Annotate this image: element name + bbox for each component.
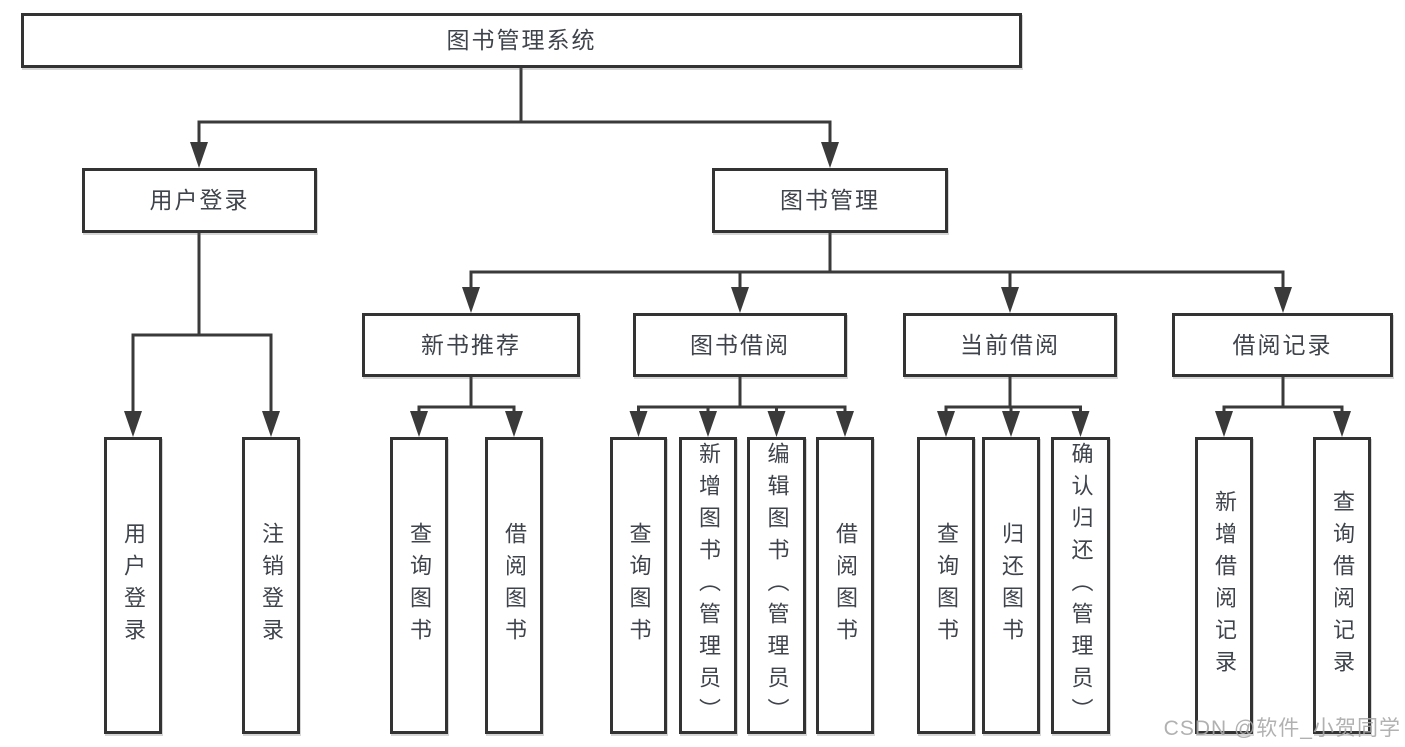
- connector-current-borrowing-to-leaves: [937, 377, 1090, 437]
- connector-new-book-to-leaves: [410, 377, 523, 437]
- leaf-query-books-current: 查询图书: [917, 437, 975, 734]
- leaf-query-borrowing-record: 查询借阅记录: [1313, 437, 1371, 734]
- leaf-add-borrowing-record: 新增借阅记录: [1195, 437, 1253, 734]
- leaf-confirm-return-admin: 确认归还（管理员）: [1051, 437, 1110, 734]
- leaf-return-books: 归还图书: [982, 437, 1040, 734]
- connector-book-management-to-level3: [462, 233, 1292, 313]
- connector-book-borrowing-to-leaves: [629, 377, 854, 437]
- connector-borrowing-records-to-leaves: [1215, 377, 1351, 437]
- csdn-watermark: CSDN @软件_小贺同学: [1163, 717, 1401, 740]
- node-book-borrowing: 图书借阅: [633, 313, 847, 377]
- leaf-borrow-books-borrowing: 借阅图书: [816, 437, 874, 734]
- connector-user-login-to-leaves: [124, 233, 280, 437]
- leaf-user-login: 用户登录: [104, 437, 162, 734]
- node-library-management-system: 图书管理系统: [21, 13, 1022, 68]
- leaf-logout: 注销登录: [242, 437, 300, 734]
- leaf-add-books-admin: 新增图书（管理员）: [679, 437, 737, 734]
- node-book-management: 图书管理: [712, 168, 948, 233]
- node-user-login: 用户登录: [82, 168, 317, 233]
- connector-root-to-level2: [190, 68, 839, 168]
- node-current-borrowing: 当前借阅: [903, 313, 1117, 377]
- leaf-borrow-books-recommend: 借阅图书: [485, 437, 543, 734]
- leaf-edit-books-admin: 编辑图书（管理员）: [747, 437, 806, 734]
- leaf-query-books-recommend: 查询图书: [390, 437, 448, 734]
- node-new-book-recommendation: 新书推荐: [362, 313, 580, 377]
- leaf-query-books-borrowing: 查询图书: [610, 437, 667, 734]
- node-borrowing-records: 借阅记录: [1172, 313, 1393, 377]
